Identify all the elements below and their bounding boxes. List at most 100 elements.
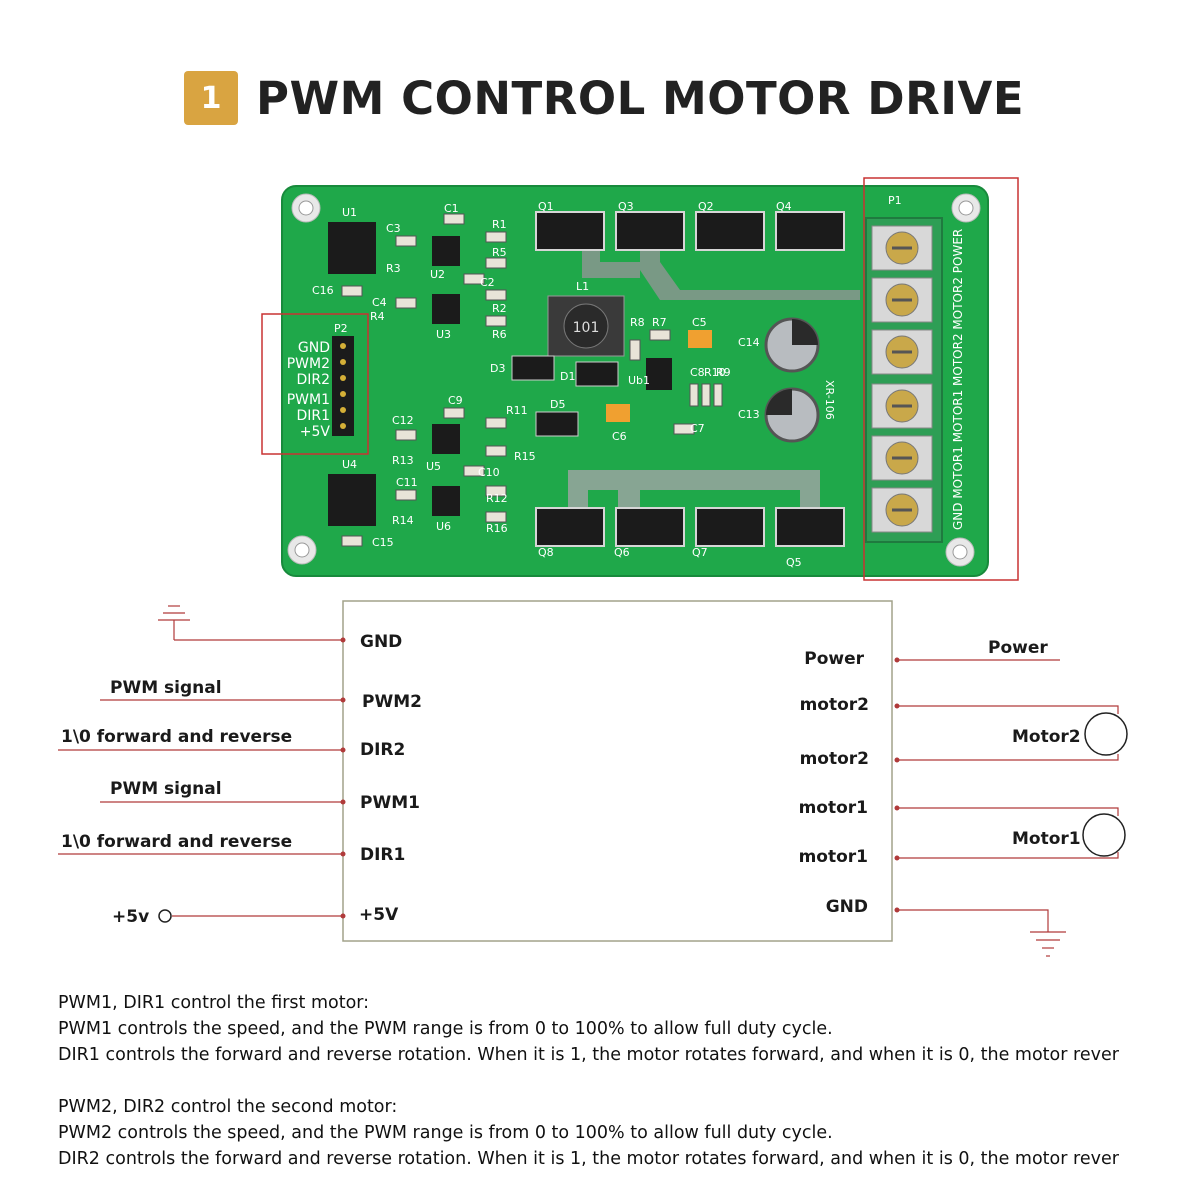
capacitor-c5	[688, 330, 712, 348]
mosfet-q1	[535, 211, 605, 251]
highlight-box-p1	[863, 177, 1019, 581]
pin-label-motor1: motor1	[799, 798, 868, 818]
note-line: PWM1, DIR1 control the first motor:	[58, 993, 370, 1013]
description-notes: PWM1, DIR1 control the first motor: PWM1…	[58, 990, 1178, 1172]
svg-text:C7: C7	[690, 422, 705, 435]
svg-text:Q3: Q3	[618, 200, 634, 213]
mounting-hole	[287, 535, 317, 565]
terminal-screw	[871, 277, 933, 323]
p2-pin-label: PWM1	[287, 392, 330, 408]
svg-text:R14: R14	[392, 514, 414, 527]
terminal-silkscreen-label: GND MOTOR1 MOTOR1 MOTOR2 MOTOR2 POWER	[951, 229, 965, 530]
svg-text:R8: R8	[630, 316, 645, 329]
svg-text:C16: C16	[312, 284, 334, 297]
svg-text:Q2: Q2	[698, 200, 714, 213]
svg-text:R10: R10	[704, 366, 726, 379]
section-header: 1 PWM CONTROL MOTOR DRIVE	[184, 70, 1024, 126]
power-label: Power	[988, 638, 1048, 658]
right-wires	[897, 659, 1119, 957]
terminal-screw	[871, 435, 933, 481]
ic-u3	[432, 294, 460, 324]
svg-text:U3: U3	[436, 328, 451, 341]
pin-label-pwm1: PWM1	[360, 793, 420, 813]
mosfet-q6	[615, 507, 685, 547]
mosfet-q5	[775, 507, 845, 547]
mosfet-q3	[615, 211, 685, 251]
ground-symbol	[158, 605, 343, 641]
svg-text:C5: C5	[692, 316, 707, 329]
ic-u5	[432, 424, 460, 454]
ic-u1	[328, 222, 376, 274]
svg-text:R9: R9	[716, 366, 731, 379]
motor2-label: Motor2	[1012, 727, 1081, 747]
terminal-block-p1	[865, 217, 943, 543]
svg-text:Q5: Q5	[786, 556, 802, 569]
mosfet-q2	[695, 211, 765, 251]
svg-text:R6: R6	[492, 328, 507, 341]
diode-d1	[575, 361, 619, 387]
pin-label-dir2: DIR2	[360, 740, 405, 760]
svg-text:R15: R15	[514, 450, 536, 463]
mounting-hole	[951, 193, 981, 223]
pin-label-gnd: GND	[360, 632, 402, 652]
header-p2	[332, 336, 354, 436]
diode-d5	[535, 411, 579, 437]
svg-text:R5: R5	[492, 246, 507, 259]
mosfet-q8	[535, 507, 605, 547]
svg-text:C12: C12	[392, 414, 414, 427]
svg-text:101: 101	[573, 320, 600, 336]
p2-pin-label: +5V	[300, 424, 331, 440]
terminal-screw	[871, 383, 933, 429]
svg-text:D3: D3	[490, 362, 505, 375]
note-line: PWM1 controls the speed, and the PWM ran…	[58, 1019, 833, 1039]
svg-text:Q8: Q8	[538, 546, 554, 559]
svg-text:D1: D1	[560, 370, 575, 383]
svg-text:Q6: Q6	[614, 546, 630, 559]
svg-text:U1: U1	[342, 206, 357, 219]
svg-text:U4: U4	[342, 458, 357, 471]
highlight-box-p2	[261, 313, 369, 455]
svg-text:R16: R16	[486, 522, 508, 535]
svg-text:R7: R7	[652, 316, 667, 329]
pcb-board: 101	[281, 185, 989, 577]
pin-label-motor2: motor2	[800, 749, 869, 769]
mosfet-q7	[695, 507, 765, 547]
signal-label: +5v	[112, 907, 149, 927]
signal-label: 1\0 forward and reverse	[61, 727, 292, 747]
module-block	[342, 600, 893, 942]
pin-label-dir1: DIR1	[360, 845, 405, 865]
ic-ub1	[646, 358, 672, 390]
p2-pin-label: DIR2	[296, 372, 330, 388]
svg-text:C9: C9	[448, 394, 463, 407]
svg-text:P2: P2	[334, 322, 348, 335]
section-number-badge: 1	[184, 71, 238, 125]
p2-pin-label: GND	[298, 340, 330, 356]
svg-text:U2: U2	[430, 268, 445, 281]
note-line: DIR1 controls the forward and reverse ro…	[58, 1045, 1119, 1065]
ic-u2	[432, 236, 460, 266]
p2-pin-label: PWM2	[287, 356, 330, 372]
svg-text:C11: C11	[396, 476, 418, 489]
svg-text:R11: R11	[506, 404, 528, 417]
svg-text:P1: P1	[888, 194, 902, 207]
note-line: PWM2 controls the speed, and the PWM ran…	[58, 1123, 833, 1143]
svg-text:Q1: Q1	[538, 200, 554, 213]
svg-text:Ub1: Ub1	[628, 374, 650, 387]
silkscreen-labels: U1 C3 R3 C16 C1 U2 R1 R5 C2 R2 R6 C4 R4 …	[312, 194, 902, 569]
svg-text:U6: U6	[436, 520, 451, 533]
p2-pin-label: DIR1	[296, 408, 330, 424]
svg-text:R4: R4	[370, 310, 385, 323]
left-wires	[58, 699, 343, 917]
svg-text:L1: L1	[576, 280, 589, 293]
pin-label-pwm2: PWM2	[362, 692, 422, 712]
mounting-hole	[945, 537, 975, 567]
svg-text:R2: R2	[492, 302, 507, 315]
capacitor-c14	[764, 317, 820, 373]
motor1-icon	[1082, 813, 1126, 857]
pin-label-motor2: motor2	[800, 695, 869, 715]
svg-text:XR-106: XR-106	[823, 380, 836, 420]
svg-text:C13: C13	[738, 408, 760, 421]
motor2-icon	[1084, 712, 1128, 756]
terminal-screw	[871, 487, 933, 533]
diode-d3	[511, 355, 555, 381]
